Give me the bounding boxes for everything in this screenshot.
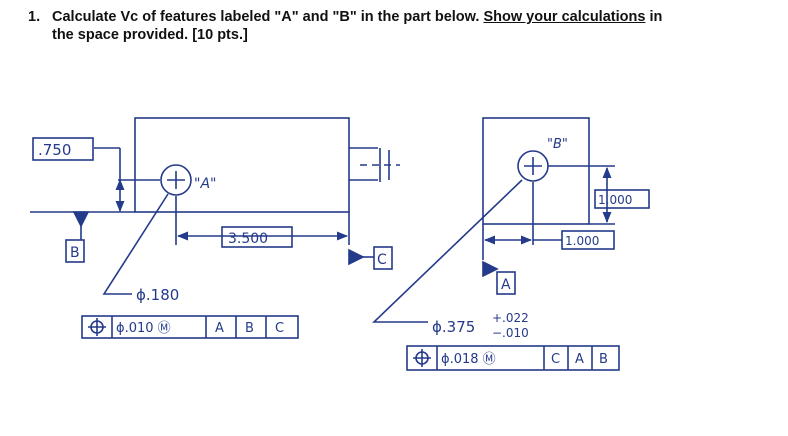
- hole-b-label: "B": [547, 137, 568, 152]
- right-fcf-tolerance: ϕ.018 Ⓜ: [441, 352, 496, 367]
- question-prompt-tail: in: [649, 9, 663, 25]
- right-part-body: [482, 117, 590, 225]
- right-fcf-datum-3: B: [599, 352, 608, 367]
- left-fcf-datum-1: A: [215, 321, 224, 336]
- left-part-drawing: [30, 117, 400, 339]
- dim-750: .750: [38, 141, 71, 159]
- dim-3500: 3.500: [228, 231, 268, 247]
- datum-b-box: [65, 239, 85, 263]
- question-prompt: Calculate Vc of features labeled "A" and…: [52, 9, 480, 25]
- right-part-drawing: [372, 117, 650, 371]
- question-line-2: the space provided. [10 pts.]: [52, 27, 248, 43]
- left-fcf-datum-2: B: [245, 321, 254, 336]
- datum-c-label: C: [377, 252, 387, 268]
- left-part-body: [134, 117, 350, 213]
- datum-a-label: A: [501, 277, 511, 293]
- datum-c-box: [373, 246, 393, 270]
- dim-1000-horiz-box: [561, 230, 615, 250]
- hole-b-tol-minus: −.010: [492, 326, 529, 340]
- hole-b-tol-plus: +.022: [492, 311, 529, 325]
- left-fcf-frame: [81, 315, 299, 339]
- datum-b-label: B: [70, 245, 80, 261]
- hole-a-size: ϕ.180: [136, 286, 179, 304]
- left-fcf-datum-3: C: [275, 321, 284, 336]
- hole-b-size: ϕ.375: [432, 318, 475, 336]
- hole-a-label: "A": [194, 176, 216, 192]
- question-number: 1.: [28, 9, 41, 25]
- question-text: 1. Calculate Vc of features labeled "A" a…: [28, 8, 768, 44]
- question-emphasis: Show your calculations: [483, 9, 646, 25]
- dim-750-box: [32, 137, 94, 161]
- left-fcf-tolerance: ϕ.010 Ⓜ: [116, 321, 171, 336]
- right-fcf-datum-2: A: [575, 352, 584, 367]
- hole-a-circle: [160, 164, 192, 196]
- dim-1000-vert-box: [594, 189, 650, 209]
- dim-1000-horizontal: 1.000: [565, 234, 599, 248]
- dim-1000-vertical: 1.000: [598, 193, 632, 207]
- right-fcf-datum-1: C: [551, 352, 560, 367]
- dim-3500-box: [221, 226, 293, 248]
- right-fcf-frame: [406, 345, 620, 371]
- datum-a-box: [496, 271, 516, 295]
